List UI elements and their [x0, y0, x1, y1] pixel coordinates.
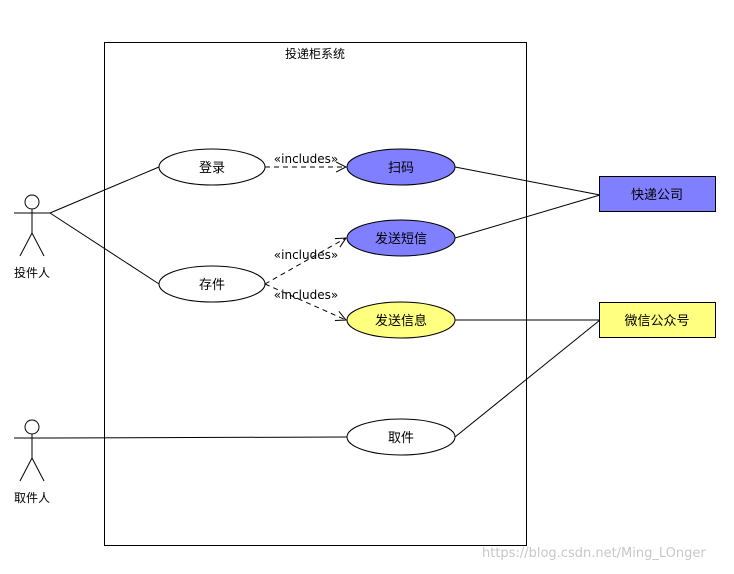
include-label-login-scan: «includes»	[274, 152, 338, 166]
assoc-pickup-wechat	[454, 319, 601, 438]
usecase-send-info-label: 发送信息	[375, 313, 427, 329]
usecase-sms-label: 发送短信	[375, 231, 427, 247]
include-label-store-sms: «includes»	[274, 248, 338, 262]
assoc-sms-courier	[454, 194, 601, 239]
usecase-send-info	[346, 301, 456, 339]
actor-picker	[14, 419, 50, 482]
system-title: 投递柜系统	[285, 46, 345, 61]
external-wechat	[599, 302, 716, 338]
assoc-scan-courier	[454, 166, 601, 196]
usecase-store	[158, 265, 266, 303]
usecase-scan	[346, 148, 456, 186]
external-wechat-label: 微信公众号	[624, 314, 689, 329]
actor-picker-head	[24, 419, 40, 435]
usecase-pickup-label: 取件	[388, 431, 414, 446]
usecase-login-label: 登录	[199, 161, 225, 176]
actor-deliverer-label: 投件人	[14, 265, 50, 280]
watermark: https://blog.csdn.net/Ming_LOnger	[482, 546, 706, 561]
external-courier-label: 快递公司	[631, 188, 683, 203]
external-courier	[599, 176, 716, 212]
actor-deliverer	[14, 194, 50, 257]
assoc-deliverer-store	[49, 212, 160, 285]
include-store-sendinfo	[264, 283, 346, 320]
usecase-store-label: 存件	[199, 278, 225, 293]
system-boundary	[104, 42, 527, 546]
usecase-scan-label: 扫码	[388, 161, 414, 176]
include-store-sms	[264, 238, 346, 285]
include-label-store-sendinfo: «includes»	[274, 288, 338, 302]
usecase-sms	[346, 219, 456, 257]
actor-picker-label: 取件人	[14, 491, 50, 505]
usecase-login	[158, 148, 266, 186]
actor-deliverer-head	[24, 194, 40, 210]
usecase-pickup	[346, 418, 456, 456]
assoc-picker-pickup	[49, 436, 348, 439]
assoc-deliverer-login	[49, 166, 160, 214]
